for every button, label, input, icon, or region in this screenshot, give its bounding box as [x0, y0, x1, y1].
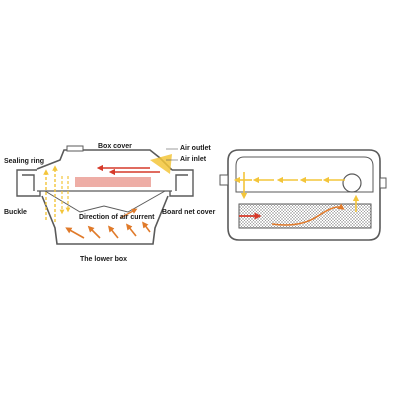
heating-element	[75, 177, 151, 187]
cross-section-diagram	[16, 145, 194, 245]
buckle-label: Buckle	[4, 209, 27, 216]
side-latch-left	[219, 174, 229, 186]
air-inlet-flow	[150, 154, 172, 174]
top-view-inner-outline	[235, 156, 374, 193]
lower-box	[41, 195, 169, 245]
board-net-cover	[44, 190, 166, 213]
lid-handle	[66, 145, 84, 152]
side-latch-right	[379, 177, 387, 189]
box-cover-label: Box cover	[98, 143, 132, 150]
air-outlet-label: Air outlet	[180, 145, 211, 152]
right-buckle	[169, 169, 194, 197]
top-view-diagram	[219, 149, 387, 241]
board-net-cover-label: Board net cover	[162, 209, 216, 216]
lower-box-label: The lower box	[80, 256, 128, 263]
air-current-label: Direction of air current	[79, 214, 155, 221]
mesh-panel	[238, 203, 372, 229]
left-buckle	[16, 169, 41, 197]
fan-opening	[342, 173, 362, 193]
air-inlet-label: Air inlet	[180, 156, 207, 163]
sealing-ring-label: Sealing ring	[4, 158, 45, 165]
